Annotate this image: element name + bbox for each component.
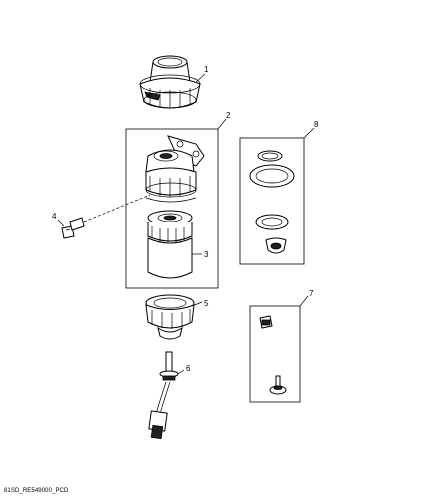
part-6-sensor: 6 bbox=[148, 351, 191, 440]
kit-box-7: 7 bbox=[249, 289, 314, 403]
callout-4: 4 bbox=[52, 212, 57, 221]
filter-head bbox=[145, 135, 205, 203]
callout-7: 7 bbox=[309, 289, 314, 298]
callout-3: 3 bbox=[204, 250, 209, 259]
part-5-drain-bowl: 5 bbox=[145, 294, 209, 340]
callout-8: 8 bbox=[314, 120, 319, 129]
callout-6: 6 bbox=[186, 364, 191, 373]
callout-1: 1 bbox=[204, 65, 209, 74]
group-box-2: 2 bbox=[125, 111, 231, 289]
part-4-bolt: 4 bbox=[52, 212, 85, 239]
callout-2: 2 bbox=[226, 111, 231, 120]
part-3-filter-element: 3 bbox=[147, 210, 209, 279]
callout-5: 5 bbox=[204, 299, 209, 308]
part-1-bowl-cap: 1 bbox=[139, 55, 209, 109]
kit-box-8: 8 bbox=[239, 120, 319, 265]
assembly-line-bolt bbox=[83, 194, 151, 223]
diagram-reference-caption: 81SD_RE549000_PCD bbox=[4, 488, 69, 494]
